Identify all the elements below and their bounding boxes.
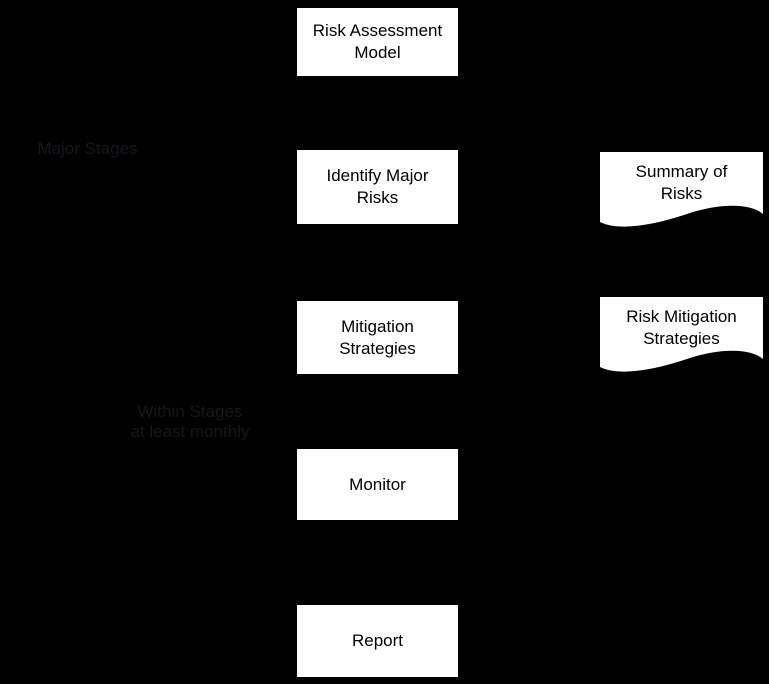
document-text-line2: Risks: [660, 184, 703, 203]
box-text-line2: Model: [354, 43, 401, 62]
label-text-line2: at least monthly: [130, 422, 250, 441]
document-text-line1: Summary of: [635, 162, 728, 181]
document-shape-summary-of-risks: Summary of Risks: [600, 152, 763, 234]
flow-box-risk-assessment-model: Risk Assessment Model: [297, 8, 458, 76]
box-text-line2: Strategies: [339, 338, 416, 358]
label-within-stages: Within Stages at least monthly: [100, 402, 280, 442]
box-text-line2: Risks: [356, 188, 399, 207]
document-outline-icon: [600, 152, 763, 227]
document-outline-icon: [600, 297, 763, 372]
document-text-line1: Risk Mitigation: [626, 307, 737, 326]
document-text: Risk Mitigation Strategies: [600, 306, 763, 350]
box-text-line1: Identify Major: [326, 166, 429, 185]
box-text-line1: Risk Assessment: [312, 21, 443, 40]
box-text-line1: Mitigation: [341, 316, 414, 336]
flow-box-identify-major-risks: Identify Major Risks: [297, 150, 458, 224]
label-text-line1: Within Stages: [137, 402, 243, 421]
box-text-line1: Report: [351, 631, 404, 650]
box-text-line1: Monitor: [349, 474, 406, 494]
flow-box-monitor: Monitor: [297, 449, 458, 520]
label-text: Major Stages: [37, 139, 138, 158]
flow-box-mitigation-strategies: Mitigation Strategies: [297, 301, 458, 374]
label-major-stages: Major Stages: [25, 139, 150, 159]
document-text: Summary of Risks: [600, 161, 763, 205]
document-text-line2: Strategies: [643, 329, 720, 348]
flow-box-report: Report: [297, 605, 458, 677]
document-shape-risk-mitigation-strategies: Risk Mitigation Strategies: [600, 297, 763, 379]
